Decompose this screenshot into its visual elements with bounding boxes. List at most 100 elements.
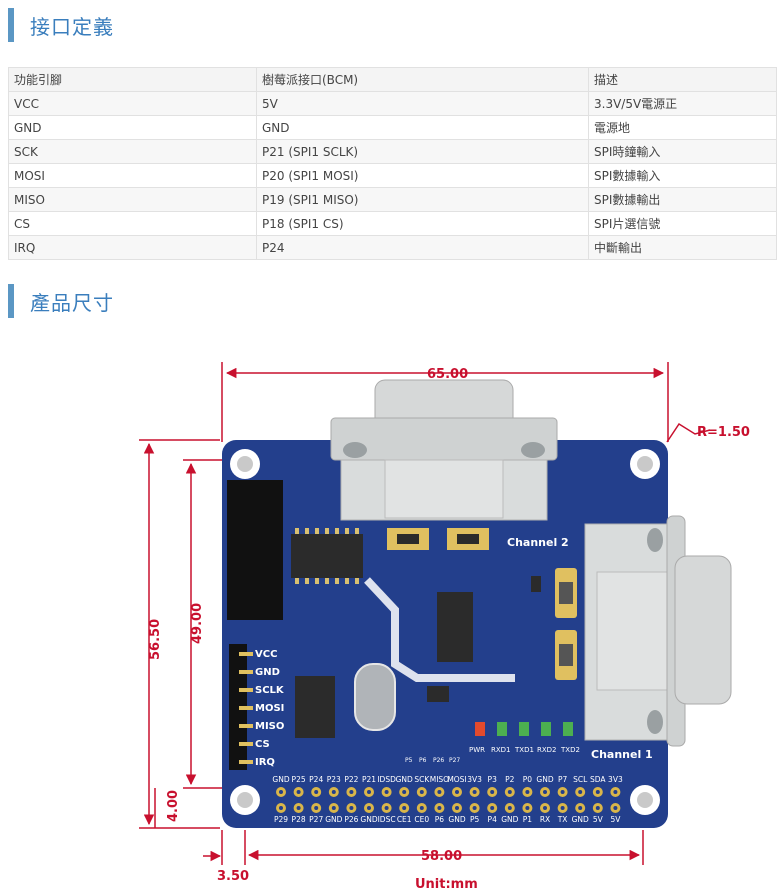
- mounting-holes: [230, 449, 660, 815]
- table-cell: SPI數據輸出: [588, 187, 777, 212]
- table-cell: P21 (SPI1 SCLK): [256, 139, 589, 164]
- gpio-pad-hole: [419, 806, 424, 810]
- gpio-pad-hole: [490, 806, 495, 810]
- gpio-top-label: P7: [558, 775, 568, 784]
- gpio-pad-hole: [437, 806, 442, 810]
- gpio-bottom-label: P27: [309, 815, 323, 824]
- heading-accent-bar: [8, 284, 14, 318]
- gpio-pad-hole: [472, 806, 477, 810]
- table-cell: GND: [8, 115, 257, 140]
- table-cell: P20 (SPI1 MOSI): [256, 163, 589, 188]
- gpio-pad-hole: [349, 790, 354, 794]
- dim-label-width-top: 65.00: [427, 367, 468, 382]
- dim-label-height-inner: 49.00: [190, 603, 205, 644]
- led-label: TXD1: [514, 746, 534, 754]
- gpio-top-label: SCL: [573, 775, 588, 784]
- gpio-pad-hole: [595, 790, 600, 794]
- table-cell: SCK: [8, 139, 257, 164]
- table-cell: IRQ: [8, 235, 257, 260]
- status-leds: [475, 722, 573, 736]
- gpio-top-label: P2: [505, 775, 515, 784]
- table-cell: P24: [256, 235, 589, 260]
- gpio-top-label: GND: [536, 775, 553, 784]
- gpio-pad-hole: [331, 806, 336, 810]
- gpio-pad-hole: [543, 790, 547, 794]
- gpio-top-label: SCK: [414, 775, 430, 784]
- gpio-top-label: GND: [396, 775, 413, 784]
- table-header-row: 功能引腳 樹莓派接口(BCM) 描述: [8, 67, 777, 92]
- gpio-pad-hole: [543, 806, 547, 810]
- gpio-top-label: GND: [272, 775, 289, 784]
- gpio-top-label: P3: [488, 775, 498, 784]
- gpio-pad-hole: [296, 790, 301, 794]
- gpio-pad-hole: [419, 790, 424, 794]
- gpio-pad-hole: [525, 790, 530, 794]
- led-label: PWR: [469, 746, 485, 754]
- table-cell: VCC: [8, 91, 257, 116]
- heading-accent-bar: [8, 8, 14, 42]
- db9-connector-right: [584, 515, 732, 747]
- dimension-labels: 65.00 R=1.50 56.50 49.00 4.00 3.50 58.00…: [148, 367, 750, 892]
- led-labels: PWR RXD1 TXD1 RXD2 TXD2: [469, 746, 580, 754]
- table-cell: 電源地: [588, 115, 777, 140]
- gpio-pad-hole: [367, 806, 371, 810]
- gpio-bottom-label: CE0: [414, 815, 429, 824]
- pin-labels: VCC GND SCLK MOSI MISO CS IRQ: [255, 649, 285, 768]
- radius-leader: [666, 422, 711, 443]
- table-cell: MOSI: [8, 163, 257, 188]
- gpio-bottom-label: GND: [448, 815, 465, 824]
- gpio-bottom-label: P28: [292, 815, 306, 824]
- gpio-pad-hole: [314, 806, 319, 810]
- gpio-bottom-label: P26: [344, 815, 358, 824]
- gpio-pad-hole: [578, 806, 583, 810]
- pad-label: P5: [405, 757, 413, 764]
- gpio-pad-hole: [455, 790, 459, 794]
- gpio-top-label: 3V3: [467, 775, 482, 784]
- interface-section-heading: 接口定義: [8, 7, 768, 43]
- gpio-bottom-label: GND: [325, 815, 342, 824]
- dimension-section-heading: 產品尺寸: [8, 283, 768, 319]
- led-label: RXD2: [537, 746, 557, 754]
- pin-label: MISO: [255, 721, 284, 732]
- gpio-pad-hole: [349, 806, 354, 810]
- gpio-bottom-label: 5V: [593, 815, 604, 824]
- gpio-bottom-label: TX: [557, 815, 568, 824]
- table-cell: MISO: [8, 187, 257, 212]
- table-header-cell: 功能引腳: [8, 67, 257, 92]
- gpio-pad-hole: [314, 790, 319, 794]
- gpio-bottom-label: P1: [523, 815, 533, 824]
- pad-label: P26: [433, 757, 444, 764]
- gpio-pad-hole: [560, 806, 565, 810]
- table-cell: 5V: [256, 91, 589, 116]
- gpio-top-label: SDA: [590, 775, 606, 784]
- gpio-pad-hole: [613, 806, 618, 810]
- table-header-cell: 樹莓派接口(BCM): [256, 67, 589, 92]
- gpio-pad-hole: [384, 806, 389, 810]
- gpio-pad-hole: [402, 806, 407, 810]
- gpio-pad-hole: [490, 790, 495, 794]
- gpio-top-label: P21: [362, 775, 376, 784]
- table-cell: GND: [256, 115, 589, 140]
- gpio-pad-hole: [472, 790, 477, 794]
- gpio-pad-hole: [613, 790, 618, 794]
- gpio-top-label: MOSI: [447, 775, 466, 784]
- gpio-bottom-label: GND: [501, 815, 518, 824]
- gpio-bottom-label: RX: [540, 815, 550, 824]
- gpio-bottom-label: CE1: [397, 815, 412, 824]
- pin-label: GND: [255, 667, 280, 678]
- gpio-bottom-label: P6: [435, 815, 445, 824]
- led-label: RXD1: [491, 746, 511, 754]
- table-cell: SPI片選信號: [588, 211, 777, 236]
- gpio-pad-hole: [437, 790, 442, 794]
- interface-section-title: 接口定義: [30, 14, 114, 39]
- gpio-pad-hole: [279, 790, 283, 794]
- ffc-connector: [227, 480, 283, 620]
